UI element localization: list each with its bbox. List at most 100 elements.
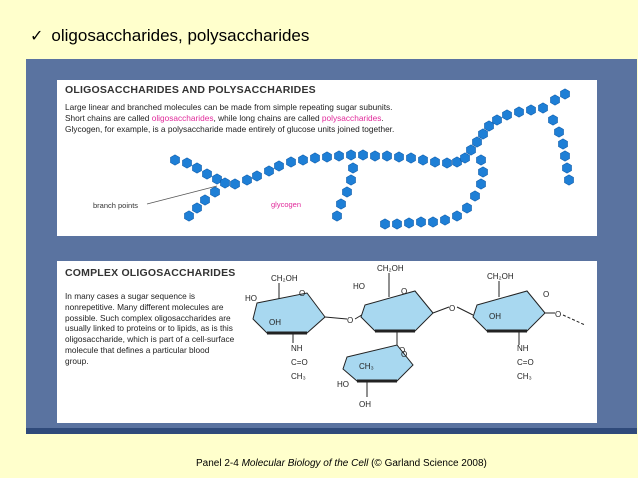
glucose-unit [440,214,450,226]
svg-text:NH: NH [291,344,303,353]
glucose-unit [526,104,536,116]
sugar-ring-3 [472,290,546,332]
svg-text:CH₃: CH₃ [517,372,532,381]
checkmark-icon: ✓ [30,28,44,45]
label-glycogen: glycogen [271,200,301,209]
bullet-line: ✓ oligosaccharides, polysaccharides [30,26,309,46]
svg-text:HO: HO [337,380,349,389]
caption-book-title: Molecular Biology of the Cell [241,458,369,469]
svg-text:O: O [401,350,407,359]
sugar-rings: CH₂OH HO O OH NH C=O CH₃ O CH₂OH HO O O … [245,264,586,409]
glucose-unit [394,151,404,163]
glucose-unit [182,157,192,169]
glucose-unit [476,178,486,190]
svg-text:C=O: C=O [517,358,534,367]
term-oligosaccharides: oligosaccharides [151,112,214,123]
glucose-unit [560,88,570,100]
label-branch-points: branch points [93,201,138,210]
glucose-unit [286,156,296,168]
glucose-unit [404,217,414,229]
panel-title: COMPLEX OLIGOSACCHARIDES [65,267,236,279]
svg-text:NH: NH [517,344,529,353]
svg-text:CH₃: CH₃ [291,372,306,381]
glucose-unit [452,156,462,168]
caption-prefix: Panel 2-4 [196,458,242,469]
svg-text:CH₃: CH₃ [359,362,374,371]
panel-title: OLIGOSACCHARIDES AND POLYSACCHARIDES [65,84,316,96]
glucose-unit [466,144,476,156]
branch-pointer-line [146,185,218,205]
text-segment: , while long chains are called [213,112,322,123]
svg-text:CH₂OH: CH₂OH [377,264,404,273]
glucose-unit [346,174,356,186]
glucose-unit [564,174,574,186]
caption-suffix: (© Garland Science 2008) [368,458,487,469]
svg-text:HO: HO [245,294,257,303]
glucose-unit [502,109,512,121]
glucose-unit [478,166,488,178]
glucose-unit [370,150,380,162]
glucose-unit [562,162,572,174]
oligosaccharide-structure: CH₂OH HO O OH NH C=O CH₃ O CH₂OH HO O O … [245,264,586,409]
figure-caption: Panel 2-4 Molecular Biology of the Cell … [196,458,487,469]
glucose-unit [430,156,440,168]
glucose-unit [184,210,194,222]
svg-text:O: O [555,310,561,319]
glucose-unit [342,186,352,198]
panel-polysaccharides: OLIGOSACCHARIDES AND POLYSACCHARIDES Lar… [57,80,597,236]
sugar-ring-2 [360,290,434,332]
glucose-unit [346,149,356,161]
glucose-unit [484,120,494,132]
svg-text:OH: OH [359,400,371,409]
glucose-unit [472,136,482,148]
glucose-unit [298,154,308,166]
glucose-unit [336,198,346,210]
glucose-unit [192,202,202,214]
glucose-unit [560,150,570,162]
svg-text:OH: OH [269,318,281,327]
glucose-unit [492,114,502,126]
glucose-unit [334,150,344,162]
svg-text:C=O: C=O [291,358,308,367]
glucose-unit [202,168,212,180]
panel-description: In many cases a sugar sequence is nonrep… [65,291,235,366]
glucose-unit [348,162,358,174]
svg-text:O: O [449,304,455,313]
glucose-unit [548,114,558,126]
svg-text:CH₂OH: CH₂OH [487,272,514,281]
svg-text:O: O [543,290,549,299]
glucose-unit [452,210,462,222]
term-polysaccharides: polysaccharides [321,112,382,123]
glucose-unit [252,170,262,182]
glucose-unit [382,150,392,162]
glucose-unit [242,174,252,186]
glucose-unit [462,202,472,214]
panel-description: Large linear and branched molecules can … [65,102,405,134]
glucose-unit [550,94,560,106]
text-segment: Large linear and branched molecules can … [65,102,393,123]
glucose-unit [274,160,284,172]
svg-text:CH₂OH: CH₂OH [271,274,298,283]
glucose-unit [358,149,368,161]
glucose-unit [554,126,564,138]
glucose-unit [264,165,274,177]
bullet-text: oligosaccharides, polysaccharides [51,26,310,45]
svg-text:O: O [299,289,305,298]
panel-complex-oligosaccharides: COMPLEX OLIGOSACCHARIDES In many cases a… [57,261,597,423]
glucose-unit [558,138,568,150]
sugar-ring-1 [252,292,326,334]
glucose-unit [476,154,486,166]
glucose-unit [392,218,402,230]
glucose-unit [192,162,202,174]
svg-text:O: O [347,316,353,325]
glucose-unit [406,152,416,164]
glucose-unit [380,218,390,230]
glucose-unit [428,216,438,228]
glucose-unit [416,216,426,228]
svg-text:HO: HO [353,282,365,291]
glucose-unit [418,154,428,166]
glucose-unit [230,178,240,190]
glucose-unit [442,157,452,169]
glucose-unit [200,194,210,206]
svg-text:OH: OH [489,312,501,321]
